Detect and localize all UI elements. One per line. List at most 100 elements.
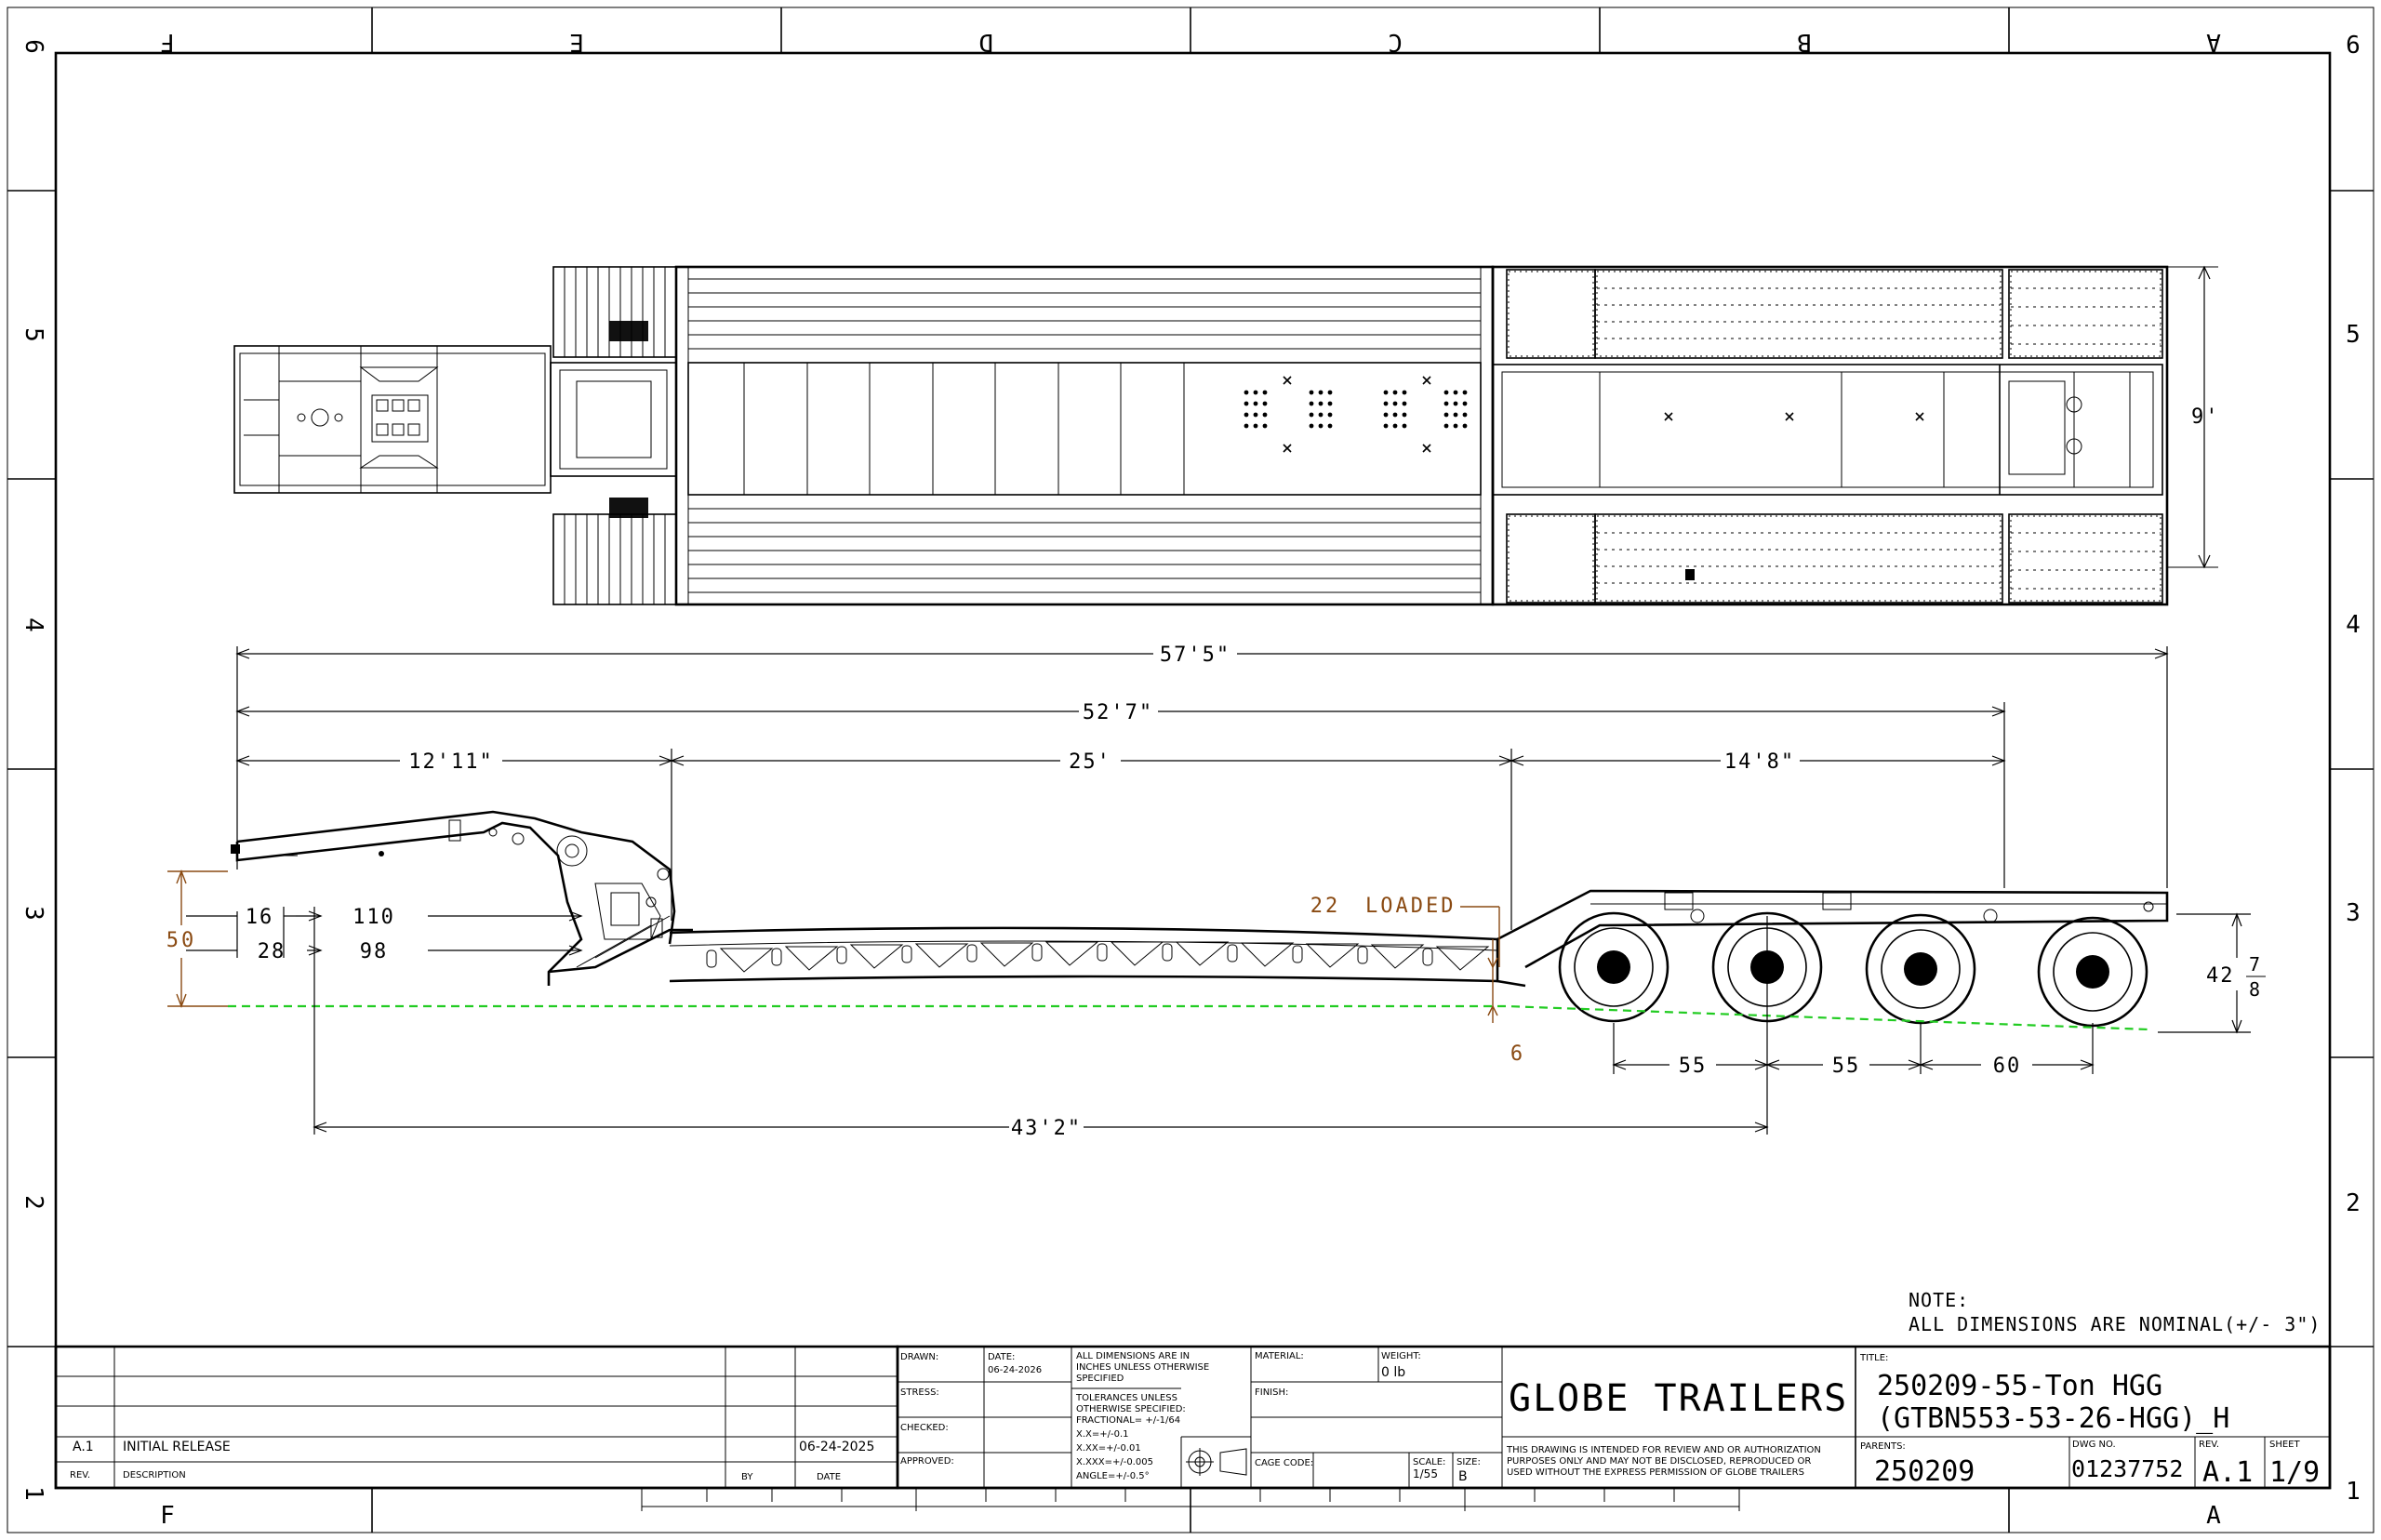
size-label: SIZE: (1457, 1457, 1481, 1467)
row-left-2: 2 (20, 1195, 47, 1210)
tolerance-line5: X.XX=+/-0.01 (1076, 1443, 1141, 1454)
front-outrigger-slats (564, 267, 666, 604)
dim-ground-clear: 6 (1510, 1042, 1525, 1066)
row-left-1: 1 (20, 1486, 47, 1501)
row-labels-right: 6 5 4 3 2 1 (2346, 32, 2361, 1506)
dwg-number-value: 01237752 (2071, 1455, 2183, 1482)
tolerance-line7: ANGLE=+/-0.5° (1076, 1471, 1150, 1481)
rear-cross-marks (1664, 412, 1924, 421)
revision-table: A.1 INITIAL RELEASE 06-24-2025 REV. DESC… (54, 1345, 899, 1490)
dim-kingpin-to-axle: 43'2" (1011, 1117, 1082, 1140)
size-value: B (1458, 1469, 1468, 1484)
finish-label: FINISH: (1255, 1387, 1288, 1398)
wheel-1 (1558, 911, 1669, 1023)
rev-header-description: DESCRIPTION (123, 1470, 186, 1480)
cage-code-label: CAGE CODE: (1255, 1458, 1313, 1468)
deck-dot-groups (1244, 390, 1468, 429)
rev-row-1-description: INITIAL RELEASE (123, 1440, 231, 1454)
dim-well: 25' (1069, 750, 1111, 774)
scale-value: 1/55 (1413, 1467, 1438, 1480)
wheel-3 (1865, 913, 1976, 1025)
disclaimer-line2: PURPOSES ONLY AND MAY NOT BE DISCLOSED, … (1507, 1456, 1811, 1467)
drawing-title-line1: 250209-55-Ton HGG (1877, 1370, 2162, 1402)
note-text: ALL DIMENSIONS ARE NOMINAL(+/- 3") (1909, 1313, 2321, 1335)
weight-label: WEIGHT: (1381, 1351, 1421, 1361)
rev-value: A.1 (2202, 1456, 2253, 1489)
drawing-title-line2: (GTBN553-53-26-HGG)_H (1877, 1402, 2229, 1435)
dim-loaded-label: LOADED (1365, 895, 1456, 918)
rev-header-date: DATE (817, 1472, 841, 1482)
dim-offset-16: 16 (246, 906, 274, 929)
disclaimer-line3: USED WITHOUT THE EXPRESS PERMISSION OF G… (1507, 1467, 1804, 1478)
dims-note-line2: INCHES UNLESS OTHERWISE (1076, 1362, 1209, 1373)
dims-note-line1: ALL DIMENSIONS ARE IN (1076, 1351, 1190, 1361)
dim-gooseneck-height: 50 (166, 929, 197, 952)
note-label: NOTE: (1909, 1289, 1969, 1311)
dimension-note: NOTE: ALL DIMENSIONS ARE NOMINAL(+/- 3") (1909, 1289, 2321, 1335)
rev-row-1-date: 06-24-2025 (799, 1440, 874, 1454)
row-right-4: 4 (2346, 611, 2361, 639)
date-value: 06-24-2026 (988, 1365, 1042, 1375)
sheet-label: SHEET (2269, 1440, 2301, 1450)
dim-deck-to-rear: 52'7" (1083, 701, 1153, 724)
material-label: MATERIAL: (1255, 1351, 1304, 1361)
dim-axle-3: 60 (1993, 1055, 2022, 1078)
stress-label: STRESS: (900, 1387, 939, 1398)
company-name: GLOBE TRAILERS (1509, 1377, 1848, 1420)
drawn-label: DRAWN: (900, 1352, 938, 1362)
dim-gooseneck: 12'11" (408, 750, 493, 774)
rev-header-rev: REV. (70, 1470, 90, 1480)
parents-label: PARENTS: (1860, 1441, 1906, 1452)
dim-overall-length: 57'5" (1160, 644, 1230, 667)
row-right-5: 5 (2346, 321, 2361, 349)
zone-top-b: B (1797, 28, 1812, 56)
dimension-labels: 57'5" 52'7" 12'11" 25' 14'8" 16 110 28 9… (166, 644, 2266, 1140)
rev-row-1-rev: A.1 (73, 1440, 94, 1454)
drawing-border (7, 7, 2374, 1533)
wheel-4 (2037, 916, 2148, 1028)
dim-width: 9' (2191, 405, 2220, 429)
zone-top-c: C (1388, 28, 1403, 56)
zone-labels-top: F E D C B A (160, 28, 2221, 56)
row-labels-left: 6 5 4 3 2 1 (20, 39, 47, 1501)
dwg-number-label: DWG NO. (2072, 1440, 2116, 1450)
weight-value: 0 lb (1381, 1365, 1405, 1380)
dim-loaded-value: 22 (1310, 895, 1341, 918)
row-right-3: 3 (2346, 899, 2361, 927)
zone-bottom-f: F (160, 1502, 175, 1530)
approved-label: APPROVED: (900, 1456, 954, 1467)
tolerance-line3: FRACTIONAL= +/-1/64 (1076, 1415, 1180, 1426)
scale-label: SCALE: (1413, 1457, 1445, 1467)
title-block: DRAWN: DATE: 06-24-2026 STRESS: CHECKED:… (896, 1345, 2332, 1490)
zone-top-e: E (569, 28, 584, 56)
well-beam-webs (706, 941, 1490, 973)
zone-top-d: D (978, 28, 993, 56)
dim-axle-2: 55 (1832, 1055, 1861, 1078)
dim-rear-height-whole: 42 (2206, 964, 2235, 988)
tolerance-line2: OTHERWISE SPECIFIED: (1076, 1404, 1186, 1414)
trailer-side-view (167, 646, 2251, 1135)
dim-offset-28: 28 (258, 940, 286, 963)
checked-label: CHECKED: (900, 1423, 949, 1433)
parents-value: 250209 (1874, 1455, 1975, 1488)
dims-note-line3: SPECIFIED (1076, 1374, 1124, 1384)
deck-boards (687, 267, 1482, 604)
dim-rear-section: 14'8" (1724, 750, 1795, 774)
zone-top-f: F (160, 28, 175, 56)
rev-header-by: BY (741, 1472, 753, 1482)
dim-axle-1: 55 (1679, 1055, 1708, 1078)
row-left-3: 3 (20, 906, 47, 921)
trailer-top-view (233, 265, 2218, 606)
tolerance-line6: X.XXX=+/-0.005 (1076, 1457, 1153, 1467)
row-left-5: 5 (20, 327, 47, 342)
zone-labels-bottom: F A (160, 1502, 2221, 1530)
title-label: TITLE: (1859, 1353, 1888, 1363)
zone-top-a: A (2206, 28, 2221, 56)
dim-rear-height-num: 7 (2249, 953, 2262, 976)
row-right-2: 2 (2346, 1189, 2361, 1217)
dim-rear-height-den: 8 (2249, 978, 2262, 1001)
sheet-value: 1/9 (2269, 1456, 2320, 1489)
row-left-4: 4 (20, 617, 47, 632)
diamond-plate-pattern (1508, 271, 2162, 602)
